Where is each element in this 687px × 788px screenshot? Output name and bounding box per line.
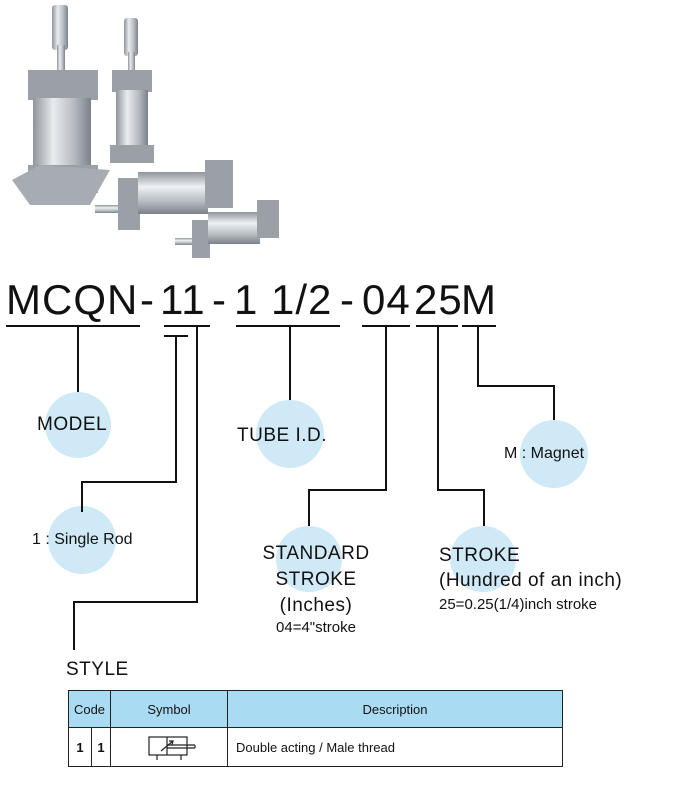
style-table: Code Symbol Description 1 1 Doubl xyxy=(68,690,563,767)
code-standard-stroke: 04 xyxy=(362,276,411,323)
code-header: Code xyxy=(68,690,111,728)
model-bubble xyxy=(45,392,111,458)
single-rod-label: 1 : Single Rod xyxy=(32,531,133,548)
pneumatic-cylinders-photo xyxy=(12,5,279,258)
standard-stroke-example: 04=4"stroke xyxy=(276,619,356,636)
code-model: MCQN xyxy=(6,276,139,323)
description-header: Description xyxy=(227,690,563,728)
double-acting-cylinder-icon xyxy=(148,735,196,760)
tube-id-label: TUBE I.D. xyxy=(237,425,328,446)
code-dash-2: - xyxy=(212,276,227,323)
stroke-bubble xyxy=(450,526,516,592)
symbol-cell xyxy=(110,727,228,767)
tube-id-bubble xyxy=(256,400,324,468)
style-table-header: Code Symbol Description xyxy=(68,690,563,728)
code-cell-2: 1 xyxy=(91,727,111,767)
standard-stroke-label-2: STROKE xyxy=(275,569,357,590)
stroke-label-2: (Hundred of an inch) xyxy=(439,570,623,591)
stroke-example: 25=0.25(1/4)inch stroke xyxy=(439,596,598,613)
code-cell-1: 1 xyxy=(68,727,92,767)
code-tube-id: 1 1/2 xyxy=(234,276,333,323)
magnet-label: M : Magnet xyxy=(504,445,585,462)
code-style: 11 xyxy=(160,276,206,323)
symbol-header: Symbol xyxy=(110,690,228,728)
magnet-bubble xyxy=(520,420,588,488)
code-magnet: M xyxy=(461,276,497,323)
single-rod-bubble xyxy=(48,506,116,574)
standard-stroke-label-1: STANDARD xyxy=(262,543,370,564)
code-stroke: 25 xyxy=(414,276,463,323)
standard-stroke-bubble xyxy=(276,526,342,592)
code-dash-1: - xyxy=(140,276,155,323)
table-row: 1 1 Double acting / Male thread xyxy=(68,727,563,767)
standard-stroke-label-3: (Inches) xyxy=(279,595,353,616)
description-cell: Double acting / Male thread xyxy=(227,727,563,767)
stroke-label-1: STROKE xyxy=(439,545,521,566)
model-label: MODEL xyxy=(37,414,108,435)
code-dash-3: - xyxy=(340,276,355,323)
style-label: STYLE xyxy=(66,659,129,680)
